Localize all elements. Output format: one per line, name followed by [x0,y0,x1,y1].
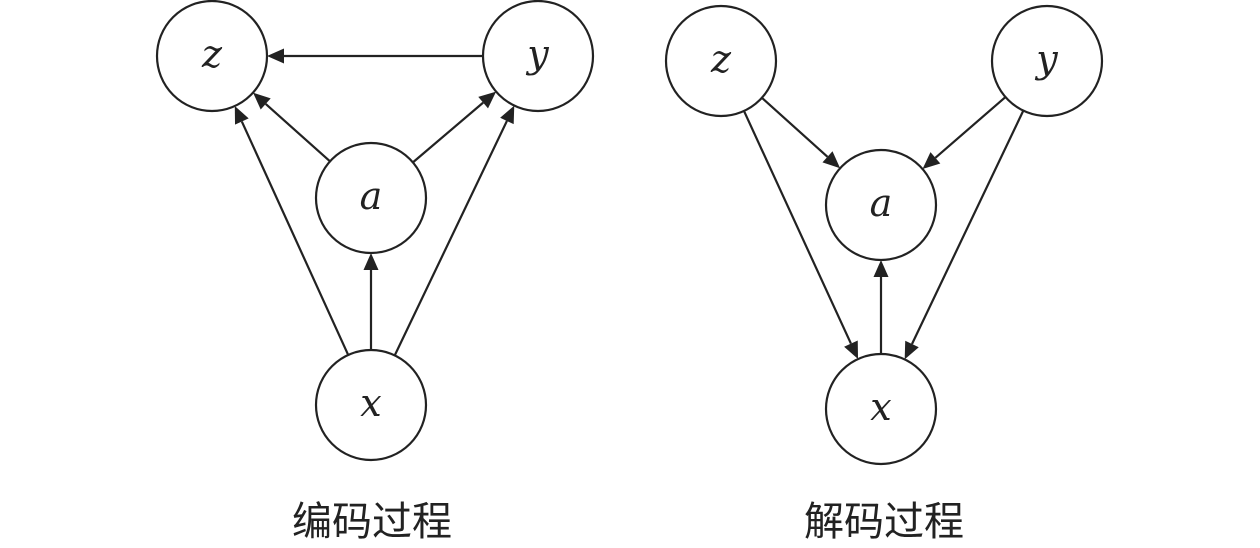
decoding-node-z-label: z [710,37,732,81]
decoding-node-a: a [824,148,938,262]
decoding-node-x: x [824,352,938,466]
decoding-node-y-label: y [1034,37,1058,81]
decoding-edge-y-to-x [911,110,1025,345]
encoding-edge-a-to-z [264,103,331,163]
encoding-node-x: x [314,348,428,462]
encoding-node-z-label: z [201,32,223,76]
encoding-arrowhead-a-to-z [253,92,271,110]
decoding-edge-y-to-a [934,96,1007,159]
encoding-arrowhead-x-to-a [363,253,379,270]
edges-layer [234,48,1025,360]
encoding-edge-a-to-y [412,101,484,164]
decoding-arrowhead-z-to-x [844,340,859,360]
decoding-edge-z-to-a [761,96,829,158]
encoding-node-y-label: y [525,32,549,76]
decoding-node-a-circle [824,148,938,262]
encoding-edge-x-to-y [393,120,508,356]
encoding-node-z: z [155,0,269,113]
decoding-node-y-circle [990,4,1104,118]
decoding-node-z: z [664,4,778,118]
encoding-arrowhead-a-to-y [478,91,497,109]
nodes-layer: z y a x z y a x [155,0,1104,466]
encoding-arrowhead-x-to-z [234,106,249,125]
decoding-arrowhead-y-to-a [922,152,941,169]
encoding-node-y-circle [481,0,595,113]
encoding-caption: 编码过程 [292,499,452,545]
decoding-arrowhead-y-to-x [904,340,919,360]
encoding-node-a: a [314,141,428,255]
encoding-node-x-circle [314,348,428,462]
decoding-node-x-circle [824,352,938,466]
encoding-node-x-label: x [360,381,381,425]
encoding-node-a-circle [314,141,428,255]
decoding-caption: 解码过程 [804,499,964,545]
encoding-arrowhead-y-to-z [267,48,284,64]
decoding-node-x-label: x [870,385,891,429]
decoding-arrowhead-z-to-a [822,151,841,169]
encoding-edge-x-to-z [240,121,350,356]
encoding-arrowhead-x-to-y [500,105,515,125]
encoding-node-z-circle [155,0,269,113]
decoding-edge-z-to-x [742,110,852,345]
decoding-node-z-circle [664,4,778,118]
decoding-arrowhead-x-to-a [873,260,889,277]
decoding-node-a-label: a [870,181,893,225]
encoding-node-y: y [481,0,595,113]
encoding-node-a-label: a [360,174,383,218]
decoding-node-y: y [990,4,1104,118]
